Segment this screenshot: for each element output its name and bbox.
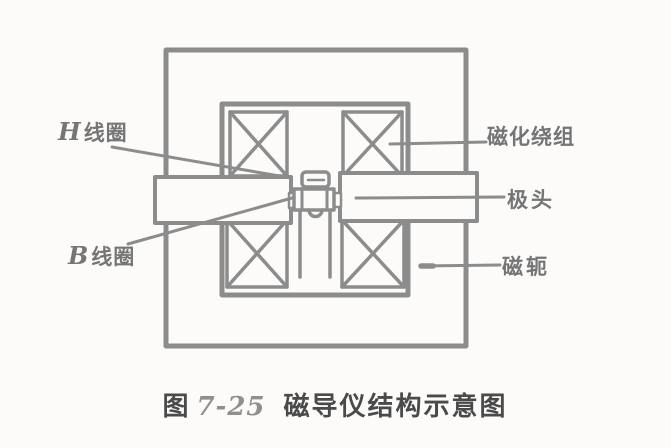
label-magnetizing-winding: 磁化绕组 xyxy=(487,125,575,149)
h-coil-text: 线圈 xyxy=(83,121,128,145)
leader-pole-head xyxy=(354,195,506,200)
h-coil-box xyxy=(300,170,331,189)
leader-h-coil xyxy=(110,145,293,180)
b-coil-letter: B xyxy=(68,241,90,270)
leader-magnetizing-winding xyxy=(388,140,488,146)
label-h-coil: H线圈 xyxy=(58,117,128,147)
coil-block-top-left xyxy=(228,110,289,178)
coil-block-bottom-right xyxy=(340,218,406,289)
caption-prefix: 图 xyxy=(162,392,191,422)
b-coil-text: 线圈 xyxy=(91,245,136,269)
coil-block-bottom-left xyxy=(225,218,289,289)
leader-yoke xyxy=(418,263,502,269)
label-yoke: 磁轭 xyxy=(502,255,550,279)
figure-caption: 图 7-25 磁导仪结构示意图 xyxy=(150,386,520,423)
specimen-rods xyxy=(298,209,332,279)
label-b-coil: B线圈 xyxy=(68,241,135,271)
label-pole-head: 极头 xyxy=(507,188,555,212)
caption-number: 7-25 xyxy=(196,392,266,422)
caption-title: 磁导仪结构示意图 xyxy=(283,392,508,422)
leader-b-coil xyxy=(126,196,294,246)
h-coil-letter: H xyxy=(58,117,82,146)
b-coil-assembly xyxy=(287,187,343,219)
